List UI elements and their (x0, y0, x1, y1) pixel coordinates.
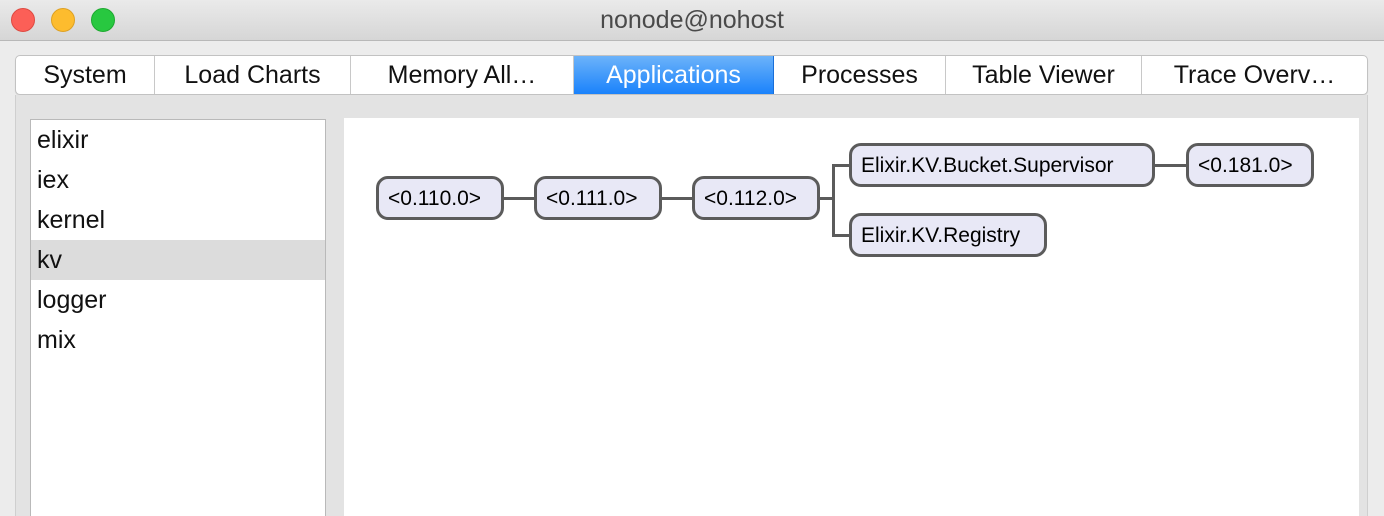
process-node[interactable]: <0.110.0> (376, 176, 504, 220)
list-item-iex[interactable]: iex (37, 166, 69, 194)
tab-trace-overview[interactable]: Trace Overv… (1173, 60, 1336, 89)
tree-link (820, 197, 834, 200)
process-node[interactable]: <0.111.0> (534, 176, 662, 220)
tree-link (662, 197, 694, 200)
list-item-elixir[interactable]: elixir (37, 126, 89, 154)
list-item-kv[interactable]: kv (31, 240, 325, 280)
list-item-mix[interactable]: mix (37, 326, 76, 354)
tab-memory-allocators[interactable]: Memory All… (351, 56, 574, 94)
window-title: nonode@nohost (600, 6, 784, 34)
process-node[interactable]: <0.112.0> (692, 176, 820, 220)
tree-link (832, 164, 835, 236)
tree-link (504, 197, 536, 200)
title-bar[interactable]: nonode@nohost (0, 0, 1384, 41)
tab-load-charts[interactable]: Load Charts (155, 56, 351, 94)
tree-link (1155, 164, 1187, 167)
application-list[interactable]: elixir iex kernel kv logger mix (30, 119, 326, 516)
zoom-window-button[interactable] (91, 8, 115, 32)
tab-system[interactable]: System (16, 56, 155, 94)
tab-table-viewer[interactable]: Table Viewer (946, 56, 1142, 94)
minimize-window-button[interactable] (51, 8, 75, 32)
tree-link (832, 164, 850, 167)
process-tree-panel: <0.110.0> <0.111.0> <0.112.0> Elixir.KV.… (344, 118, 1359, 516)
tab-applications[interactable]: Applications (574, 56, 774, 94)
process-node[interactable]: Elixir.KV.Bucket.Supervisor (849, 143, 1155, 187)
tab-bar: System Load Charts Memory All… Applicati… (15, 55, 1368, 95)
process-node[interactable]: <0.181.0> (1186, 143, 1314, 187)
tree-link (832, 234, 850, 237)
close-window-button[interactable] (11, 8, 35, 32)
applications-pane: elixir iex kernel kv logger mix <0.110.0… (15, 95, 1368, 516)
process-node[interactable]: Elixir.KV.Registry (849, 213, 1047, 257)
list-item-kernel[interactable]: kernel (37, 206, 106, 234)
tab-processes[interactable]: Processes (774, 56, 946, 94)
list-item-logger[interactable]: logger (37, 286, 107, 314)
